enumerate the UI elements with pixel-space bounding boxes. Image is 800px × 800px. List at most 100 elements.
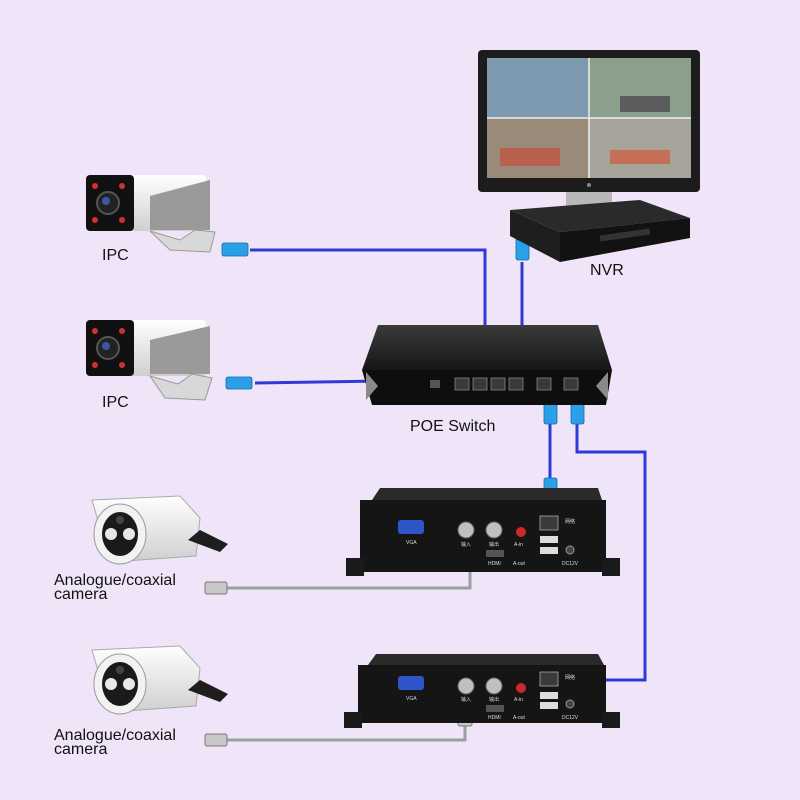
poe-port	[472, 377, 488, 391]
encoder-top-vga-port	[398, 520, 424, 534]
encoder-top-hdmi-port	[486, 550, 504, 557]
nvr-top	[510, 200, 690, 232]
monitor-logo-icon	[587, 183, 591, 187]
encoder-bottom-lan-port	[539, 671, 559, 687]
encoder-bottom-bnc-out	[485, 677, 503, 695]
poe-switch	[362, 325, 612, 405]
ip-camera-top-shade	[150, 180, 210, 230]
ip-camera-bottom-shade	[150, 326, 210, 374]
nvr-device	[510, 200, 690, 262]
analog-camera-bottom-lens-center	[116, 666, 124, 674]
encoder-top-usb-port	[540, 536, 558, 543]
encoder-bottom-lid	[368, 654, 604, 665]
encoder-bottom-vga-port	[398, 676, 424, 690]
poe-switch-right-arrow	[596, 372, 608, 400]
encoder-top-aout-label: A-out	[513, 561, 526, 567]
nvr-front-panel	[599, 228, 651, 242]
analog-top-label-line1: Analogue/coaxial	[54, 572, 176, 589]
encoder-bottom-dc-label: DC12V	[562, 715, 579, 721]
encoder-bottom-vga-label: VGA	[406, 696, 417, 702]
poe-port	[536, 377, 552, 391]
poe-port	[490, 377, 506, 391]
encoder-bottom-aout-label: A-out	[513, 715, 526, 721]
encoder-bottom-hdmi-port	[486, 705, 504, 712]
analog-camera-bottom-lens-left	[105, 678, 117, 690]
ip-camera-bottom-mount	[148, 373, 213, 401]
encoder-top-hdmi-label: HDMI	[488, 561, 501, 567]
ip-camera-bottom-ir-led	[92, 328, 98, 334]
encoder-bottom-body	[358, 665, 606, 723]
ip-camera-top-ir-led	[119, 183, 125, 189]
analog-camera-top-lens-center	[116, 516, 124, 524]
ip-camera-bottom-ir-led	[119, 362, 125, 368]
encoder-top: VGA 输入 输出 A-in HDMI A-out 网络 DC12V	[346, 488, 620, 576]
analog-camera-top-lens-right	[123, 528, 135, 540]
encoder-bottom-hdmi-label: HDMI	[488, 715, 501, 721]
poe-port	[454, 377, 470, 391]
encoder-bottom-dc-jack	[565, 699, 575, 709]
analog-camera-top	[91, 495, 228, 565]
poe-port	[508, 377, 524, 391]
bnc-plug-top-left	[204, 581, 228, 595]
encoder-top-lid	[372, 488, 602, 500]
analog-camera-top-bracket	[188, 530, 228, 552]
encoder-top-usb-port	[540, 547, 558, 554]
encoder-top-net-label: 网络	[565, 518, 575, 525]
encoder-bottom-usb-port	[540, 692, 558, 699]
network-cables	[250, 248, 647, 682]
ipc-bottom-label: IPC	[102, 394, 129, 411]
encoder-bottom-bnc-out-label: 输出	[489, 696, 499, 703]
encoder-top-dc-label: DC12V	[562, 561, 579, 567]
poe-port	[563, 377, 579, 391]
analog-bottom-label-line2: camera	[54, 741, 107, 758]
encoder-top-body	[360, 500, 606, 572]
analog-camera-top-ir-ring	[102, 512, 138, 556]
ipc-top-label: IPC	[102, 247, 129, 264]
bnc-plug-bottom-left	[204, 733, 228, 747]
ip-camera-top-ir-led	[92, 183, 98, 189]
encoder-bottom-net-label: 网络	[565, 674, 575, 681]
encoder-top-bnc-out-label: 输出	[489, 541, 499, 548]
poe-switch-label: POE Switch	[410, 418, 495, 435]
rj45-connectors	[221, 231, 595, 687]
analog-camera-bottom-ir-ring	[102, 662, 138, 706]
encoder-bottom-usb-port	[540, 702, 558, 709]
encoder-top-vga-label: VGA	[406, 540, 417, 546]
encoder-bottom-audio-in	[516, 683, 526, 693]
ip-camera-top	[86, 175, 216, 253]
encoder-top-bnc-in	[457, 521, 475, 539]
rj45-ipc-bottom	[225, 376, 253, 390]
encoder-top-foot-right	[602, 558, 620, 576]
encoder-top-audio-in	[516, 527, 526, 537]
poe-switch-left-arrow	[366, 372, 378, 400]
ip-camera-top-ir-led	[119, 217, 125, 223]
analog-camera-bottom-lens-right	[123, 678, 135, 690]
nvr-front	[560, 218, 690, 262]
analog-top-label-line2: camera	[54, 586, 107, 603]
encoder-top-dc-jack	[565, 545, 575, 555]
poe-switch-power-jack	[430, 380, 440, 388]
ip-camera-bottom-ir-led	[119, 328, 125, 334]
ip-camera-top-ir-led	[92, 217, 98, 223]
analog-camera-bottom-bracket	[188, 680, 228, 702]
encoder-bottom-ain-label: A-in	[514, 697, 523, 703]
poe-switch-ports	[454, 377, 579, 391]
monitor	[478, 50, 700, 214]
encoder-bottom: VGA 输入 输出 A-in HDMI A-out 网络 DC12V	[344, 654, 620, 728]
ip-camera-bottom	[86, 320, 213, 401]
monitor-video-tiles	[487, 58, 691, 178]
nvr-side	[510, 210, 560, 262]
analog-camera-bottom	[91, 645, 228, 715]
encoder-bottom-bnc-in-label: 输入	[461, 696, 471, 703]
cable-switch-to-encoder-bottom	[575, 420, 647, 682]
nvr-label: NVR	[590, 262, 624, 279]
encoder-top-foot-left	[346, 558, 364, 576]
ip-camera-bottom-lens-glint	[102, 342, 110, 350]
encoder-bottom-bnc-in	[457, 677, 475, 695]
analog-bottom-label-line1: Analogue/coaxial	[54, 727, 176, 744]
poe-switch-top	[362, 325, 612, 370]
encoder-top-bnc-in-label: 输入	[461, 541, 471, 548]
encoder-bottom-foot-right	[602, 712, 620, 728]
analog-camera-top-lens-left	[105, 528, 117, 540]
